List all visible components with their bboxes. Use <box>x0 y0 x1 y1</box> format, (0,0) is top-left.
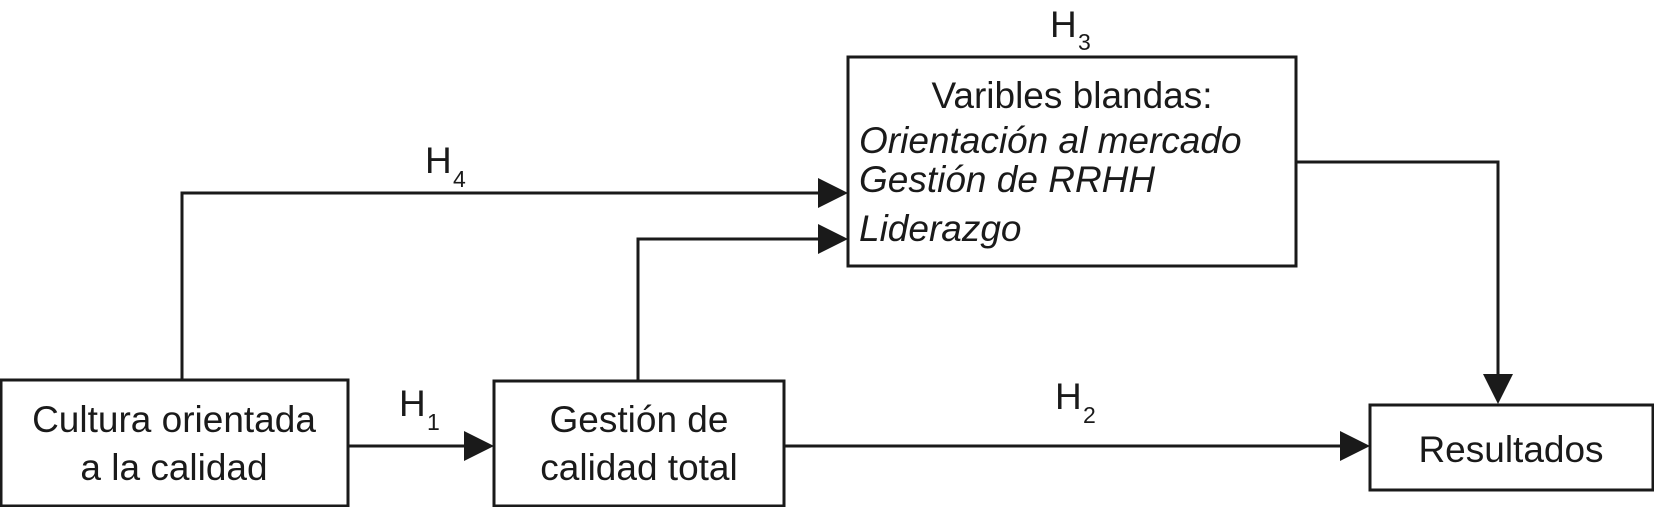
hypothesis-label-h4: H 4 <box>425 140 466 192</box>
cultura-label-line1: Cultura orientada <box>32 399 316 440</box>
hypothesis-label-h2: H 2 <box>1055 376 1096 428</box>
arrowhead-cultura-to-gestion <box>464 431 494 461</box>
h3-subscript: 3 <box>1078 29 1091 55</box>
arrowhead-gestion-to-blandas <box>818 224 848 254</box>
blandas-item: Liderazgo <box>859 208 1022 249</box>
arrowhead-gestion-to-resultados <box>1340 431 1370 461</box>
arrowhead-cultura-to-blandas <box>818 178 848 208</box>
hypothesis-label-h1: H 1 <box>399 383 440 435</box>
arrowhead-blandas-to-resultados <box>1483 374 1513 404</box>
edge-cultura-to-blandas <box>180 191 820 380</box>
gestion-label-line1: Gestión de <box>550 399 729 440</box>
resultados-label: Resultados <box>1418 429 1603 470</box>
h1-letter: H <box>399 383 426 424</box>
h4-subscript: 4 <box>453 166 466 192</box>
cultura-box <box>0 378 350 507</box>
blandas-item: Gestión de RRHH <box>859 159 1155 200</box>
blandas-box <box>846 55 1298 268</box>
blandas-title: Varibles blandas: <box>931 75 1212 116</box>
resultados-box <box>1368 403 1654 492</box>
h2-subscript: 2 <box>1083 402 1096 428</box>
hypothesis-label-h3: H 3 <box>1050 4 1091 55</box>
gestion-label-line2: calidad total <box>540 447 737 488</box>
h2-letter: H <box>1055 376 1082 417</box>
blandas-item: Orientación al mercado <box>859 120 1242 161</box>
h1-subscript: 1 <box>427 409 440 435</box>
h3-letter: H <box>1050 4 1077 45</box>
edge-blandas-to-resultados <box>1297 160 1500 376</box>
gestion-box <box>492 379 786 507</box>
cultura-label-line2: a la calidad <box>80 447 267 488</box>
h4-letter: H <box>425 140 452 181</box>
edge-gestion-to-blandas <box>636 237 820 380</box>
